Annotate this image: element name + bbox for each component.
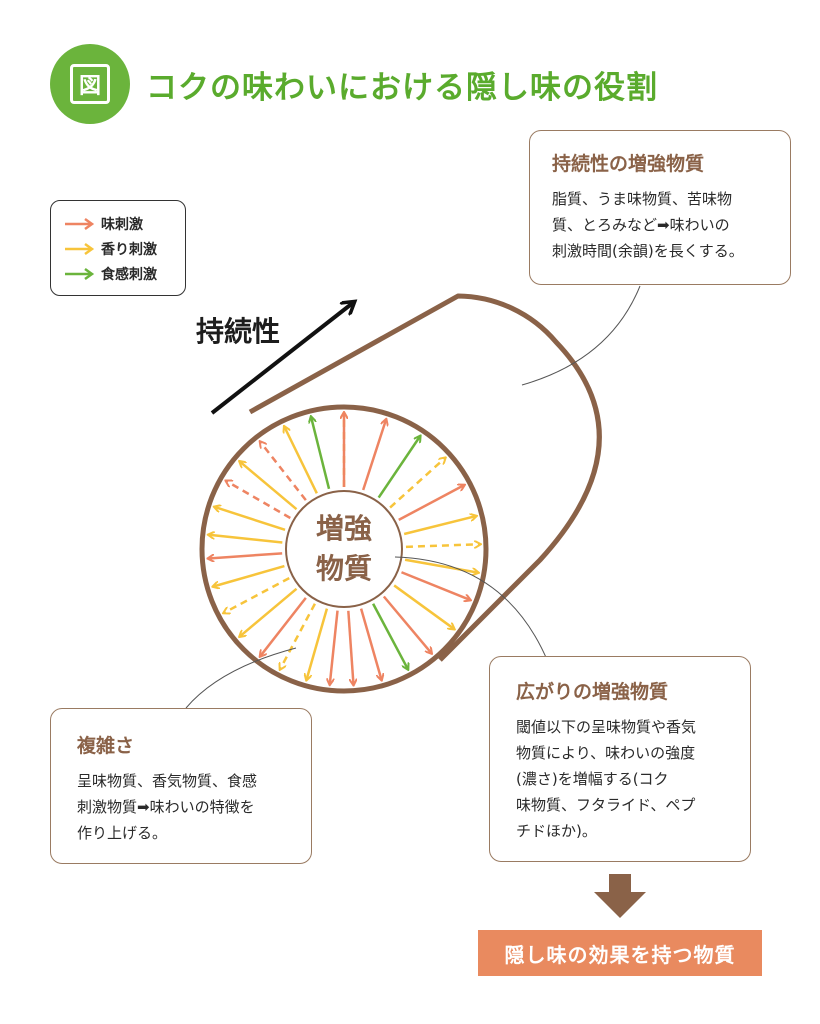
legend-label-texture: 食感刺激 — [101, 266, 157, 283]
legend-item-aroma: 香り刺激 — [63, 236, 185, 261]
stimulus-arrow — [403, 516, 476, 536]
stimulus-arrow — [398, 485, 464, 521]
figure-badge-label: 図 — [70, 64, 110, 104]
orange-arrow-icon — [65, 217, 95, 230]
green-arrow-icon — [65, 267, 95, 280]
stimulus-arrow — [389, 458, 445, 509]
stimulus-arrow — [393, 584, 454, 628]
cylinder-body — [248, 293, 602, 662]
stimulus-arrow — [311, 417, 331, 490]
figure-badge: 図 — [50, 44, 130, 124]
spread-enhancer-title: 広がりの増強物質 — [516, 681, 669, 703]
stimulus-arrow — [260, 597, 307, 656]
stimulus-arrow — [240, 587, 298, 637]
stimulus-arrow — [405, 544, 480, 547]
legend: 味刺激 香り刺激 食感刺激 — [50, 200, 186, 296]
stimulus-arrow — [226, 481, 291, 520]
stimulus-arrow — [224, 577, 290, 613]
enhancer-core-label-top: 増強 — [316, 512, 372, 545]
page-title: コクの味わいにおける隠し味の役割 — [146, 70, 658, 106]
stimulus-arrow — [330, 610, 339, 685]
leader-line-persistence — [521, 285, 641, 386]
stimulus-arrow — [377, 436, 420, 499]
complexity-body: 呈味物質、香気物質、食感 刺激物質➡味わいの特徴を 作り上げる。 — [77, 772, 258, 842]
stimulus-arrow — [361, 420, 386, 491]
enhancer-core — [285, 490, 403, 608]
radial-stimulus-arrows — [208, 413, 480, 685]
stimulus-arrow — [213, 564, 285, 586]
stimulus-arrow — [347, 610, 353, 685]
leader-line-spread — [394, 556, 549, 663]
stimulus-arrow — [260, 442, 307, 501]
result-label: 隠し味の効果を持つ物質 — [478, 930, 762, 976]
enhancer-core-label-bottom: 物質 — [316, 552, 372, 585]
complexity-box: 複雑さ 呈味物質、香気物質、食感 刺激物質➡味わいの特徴を 作り上げる。 — [50, 708, 312, 864]
down-arrow-icon — [594, 874, 646, 918]
persistence-enhancer-body: 脂質、うま味物質、苦味物 質、とろみなど➡味わいの 刺激時間(余韻)を長くする。 — [552, 190, 744, 260]
stimulus-arrow — [215, 507, 286, 532]
stimulus-arrow — [209, 535, 283, 544]
stimulus-arrow — [359, 608, 381, 680]
legend-label-aroma: 香り刺激 — [101, 241, 157, 258]
yellow-arrow-icon — [65, 242, 95, 255]
spread-enhancer-box: 広がりの増強物質 閾値以下の呈味物質や香気 物質により、味わいの強度 (濃さ)を… — [489, 656, 751, 862]
stimulus-arrow — [307, 608, 329, 680]
persistence-label: 持続性 — [196, 315, 281, 348]
stimulus-arrow — [401, 571, 470, 600]
persistence-enhancer-box: 持続性の増強物質 脂質、うま味物質、苦味物 質、とろみなど➡味わいの 刺激時間(… — [529, 130, 791, 285]
stimulus-arrow — [382, 595, 432, 653]
stimulus-arrow — [404, 558, 478, 573]
stimulus-arrow — [240, 462, 298, 511]
stimulus-arrow — [280, 603, 316, 669]
leader-line-complexity — [185, 647, 297, 709]
legend-item-texture: 食感刺激 — [63, 261, 185, 286]
persistence-enhancer-title: 持続性の増強物質 — [552, 153, 705, 175]
persistence-arrow — [210, 302, 354, 415]
spread-enhancer-body: 閾値以下の呈味物質や香気 物質により、味わいの強度 (濃さ)を増幅する(コク 味… — [516, 718, 697, 840]
stimulus-arrow — [284, 427, 318, 494]
legend-item-taste: 味刺激 — [63, 211, 185, 236]
stimulus-arrow — [372, 603, 408, 669]
stimulus-arrow — [208, 552, 283, 558]
complexity-title: 複雑さ — [77, 735, 135, 757]
legend-label-taste: 味刺激 — [101, 216, 143, 233]
